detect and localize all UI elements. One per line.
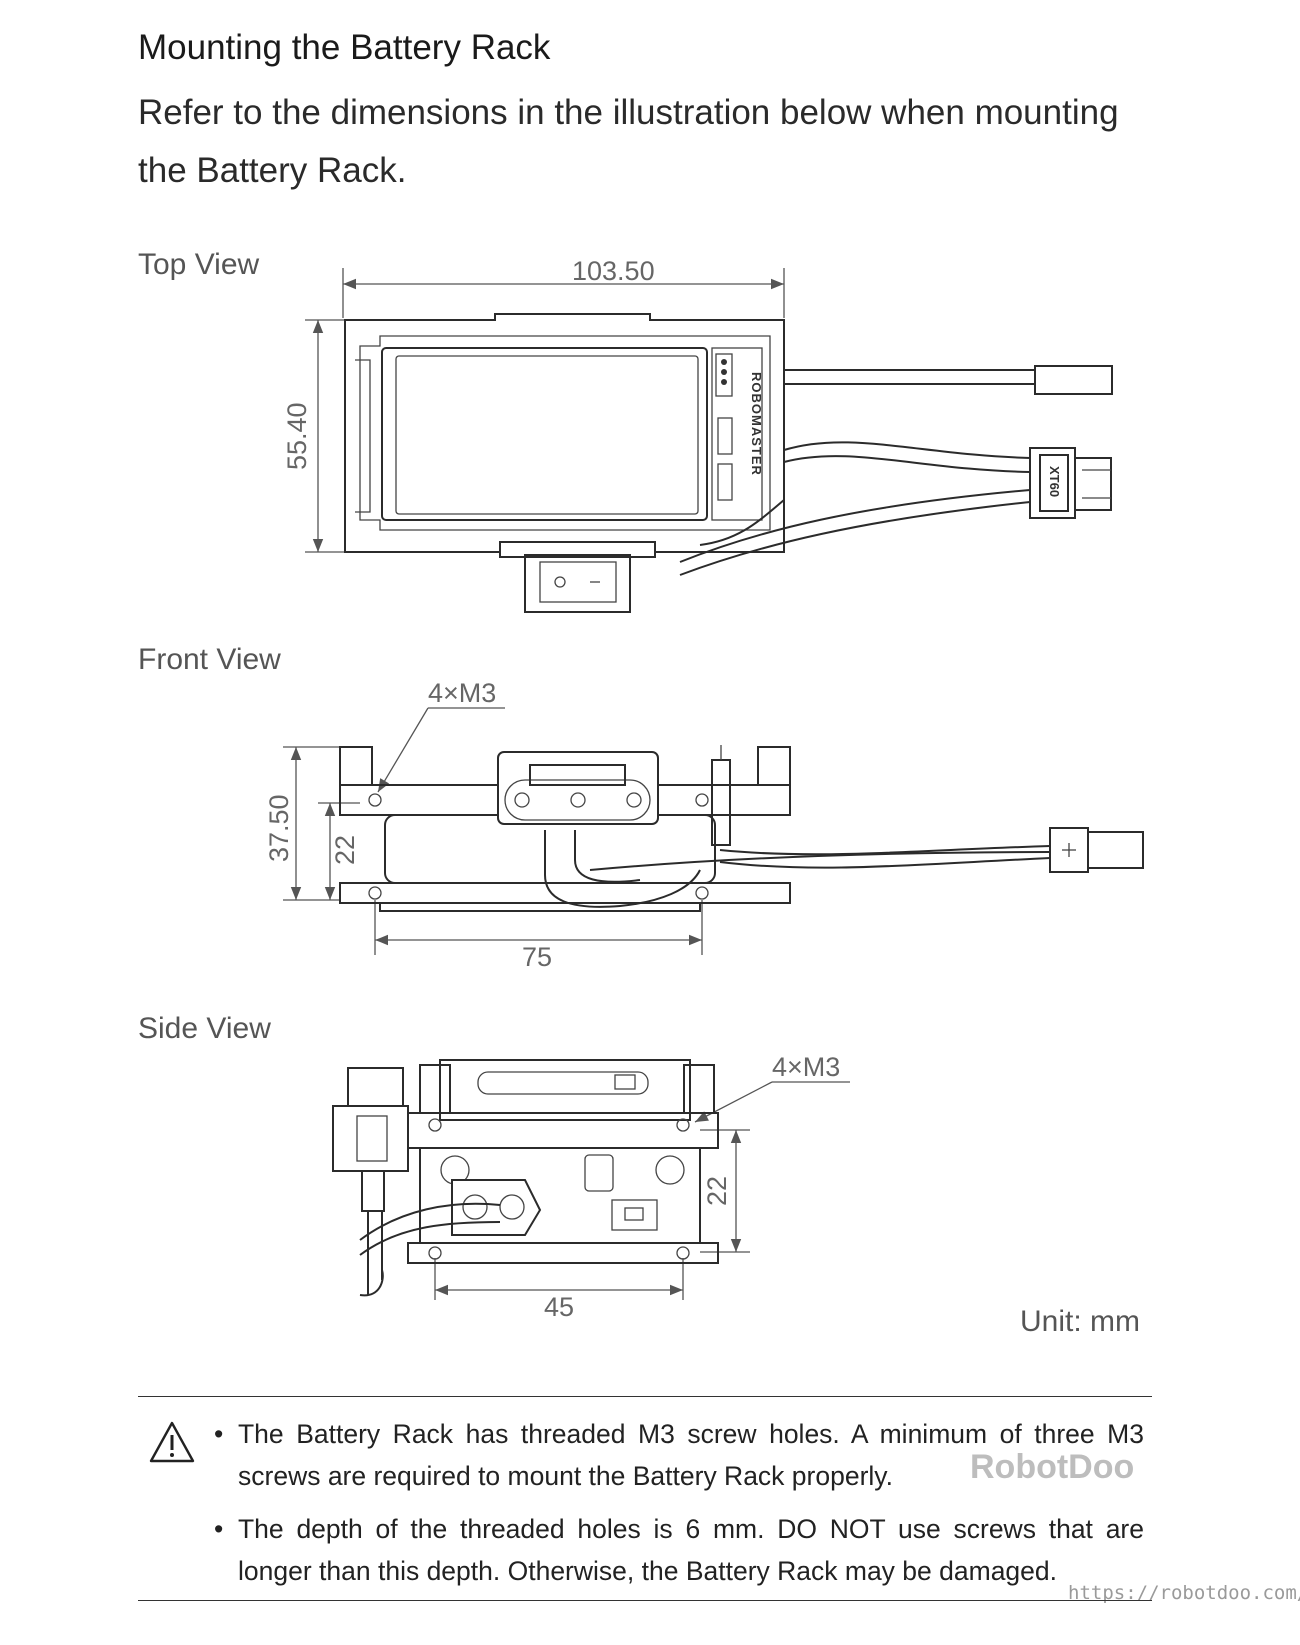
intro-text: Refer to the dimensions in the illustrat… — [138, 93, 1119, 190]
top-height-dimension: 55.40 — [282, 402, 312, 470]
side-hole-height-dimension: 22 — [702, 1176, 732, 1206]
front-hole-height-dimension: 22 — [330, 835, 360, 865]
note-item-1: •The Battery Rack has threaded M3 screw … — [214, 1413, 1144, 1497]
divider-bottom — [138, 1600, 1152, 1601]
xt60-label: XT60 — [1047, 466, 1062, 497]
divider-top — [138, 1396, 1152, 1397]
watermark-url: https://robotdoo.com/ — [1068, 1582, 1300, 1604]
side-screw-label: 4×M3 — [772, 1052, 840, 1082]
front-view-label: Front View — [138, 643, 281, 676]
front-hole-width-dimension: 75 — [522, 942, 552, 972]
top-view-drawing: ROBOMASTER XT60 — [305, 268, 1113, 613]
front-view-drawing — [283, 707, 1144, 955]
unit-label: Unit: mm — [1020, 1305, 1140, 1338]
side-hole-width-dimension: 45 — [544, 1292, 574, 1322]
front-height-dimension: 37.50 — [264, 794, 294, 862]
front-screw-label: 4×M3 — [428, 678, 496, 708]
top-view-label: Top View — [138, 248, 260, 281]
side-view-label: Side View — [138, 1012, 271, 1045]
warning-triangle-icon — [149, 1421, 195, 1463]
note-item-2: •The depth of the threaded holes is 6 mm… — [214, 1508, 1144, 1592]
page-title: Mounting the Battery Rack — [138, 28, 551, 67]
note-item-2-text: The depth of the threaded holes is 6 mm.… — [238, 1514, 1144, 1586]
top-width-dimension: 103.50 — [572, 256, 655, 286]
watermark-logo: RobotDoo — [970, 1448, 1135, 1486]
note-item-1-text: The Battery Rack has threaded M3 screw h… — [238, 1419, 1144, 1491]
side-view-drawing — [332, 1059, 850, 1300]
robomaster-brand-text: ROBOMASTER — [749, 372, 764, 476]
